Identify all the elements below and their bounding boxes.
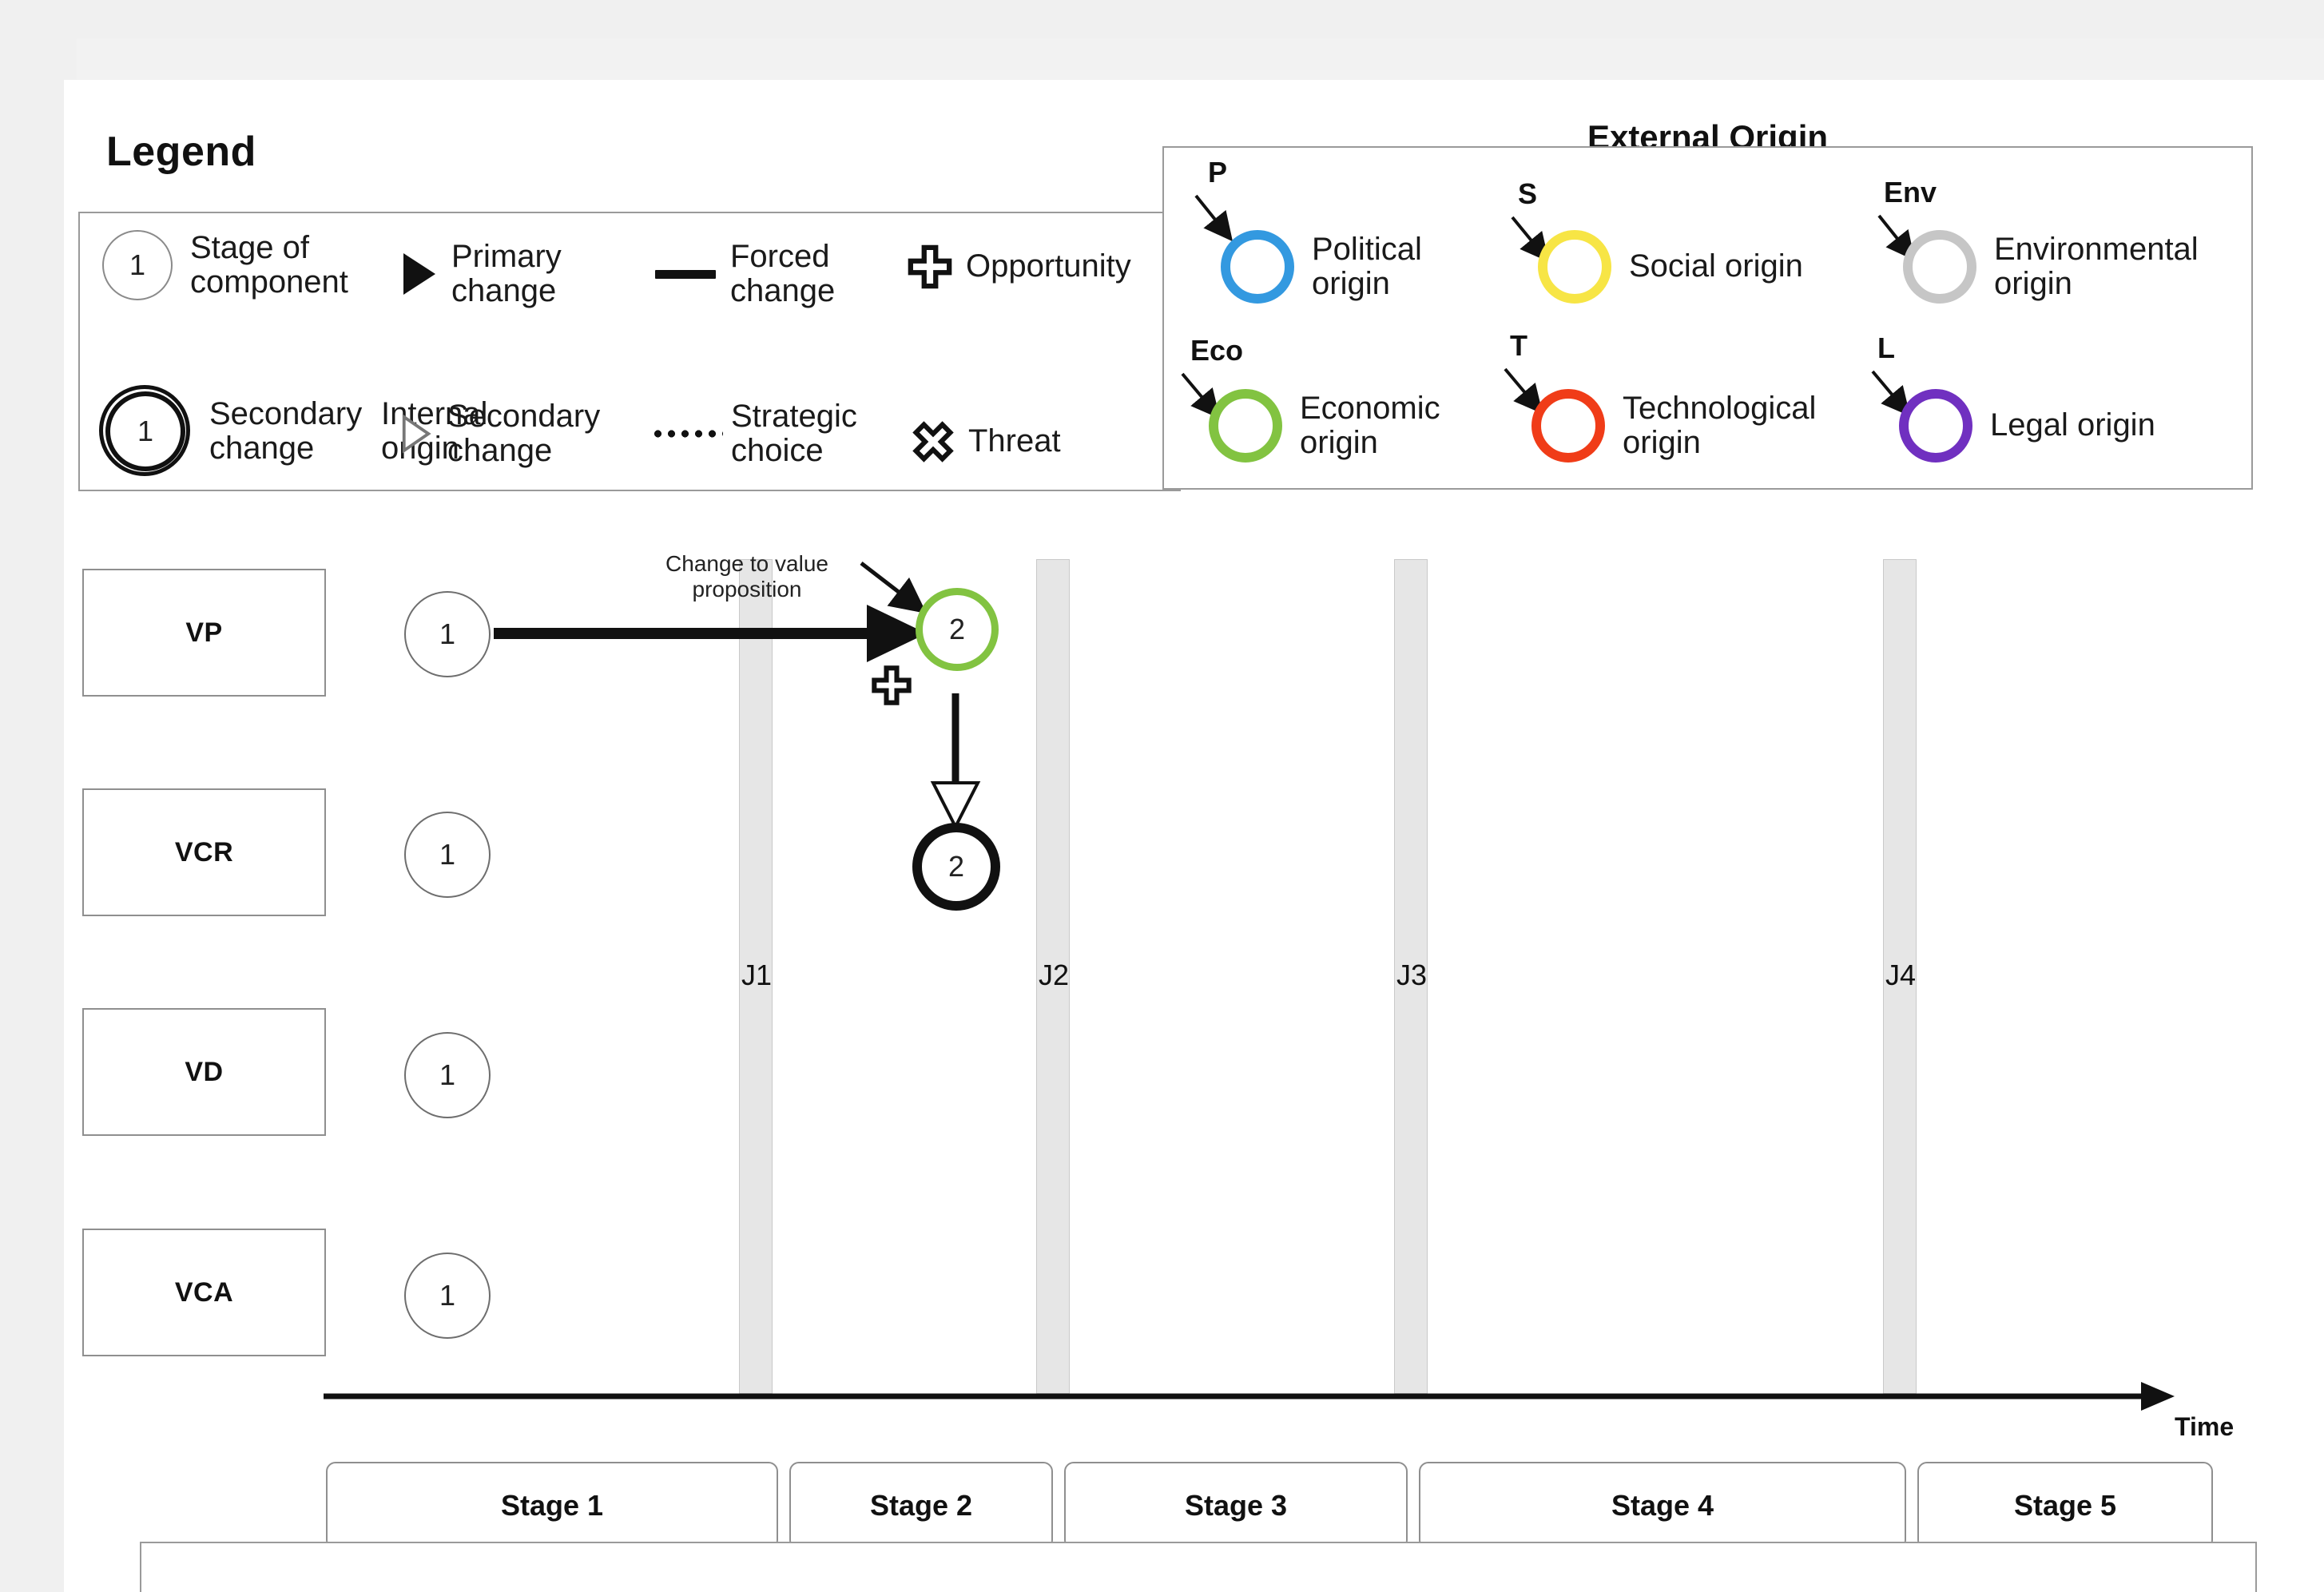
dotted-line-icon (651, 430, 723, 439)
opportunity-cross-icon (872, 665, 912, 705)
external-origin-label: Political origin (1312, 231, 1422, 301)
legend-item-internal-origin: 1 Secondary change Internal origin (99, 385, 529, 476)
legend-node-value: 1 (137, 415, 154, 447)
economic-origin-ring-icon (1209, 389, 1282, 463)
component-row-label-vcr: VCR (82, 788, 326, 916)
node-vp-stage-2-economic-origin[interactable]: 2 (916, 588, 999, 671)
junction-bar-j2 (1036, 559, 1070, 1394)
junction-bar-j4 (1883, 559, 1917, 1394)
junction-label-j4: J4 (1885, 959, 1917, 991)
junction-label-j1: J1 (741, 959, 773, 991)
node-value: 1 (439, 1058, 456, 1091)
solid-triangle-icon (403, 253, 435, 296)
legend-item-primary-change: Primary change (403, 239, 607, 309)
legend-label: Secondary change (447, 399, 601, 469)
legend-node-value: 1 (129, 248, 146, 281)
legend-item-opportunity: Opportunity (907, 244, 1131, 290)
external-origin-tag-l: L (1877, 332, 1895, 364)
legend-label: Strategic choice (731, 399, 857, 469)
external-origin-item-technological: Technological origin (1531, 389, 1846, 463)
stage-box-2[interactable]: Stage 2 (789, 1462, 1053, 1550)
stage-box-5[interactable]: Stage 5 (1917, 1462, 2213, 1550)
junction-label-j2: J2 (1039, 959, 1070, 991)
external-origin-item-environmental: Environmental origin (1903, 230, 2250, 304)
legal-origin-ring-icon (1899, 389, 1972, 463)
junction-bar-j3 (1394, 559, 1428, 1394)
external-origin-item-legal: Legal origin (1899, 389, 2230, 463)
legend-label: Forced change (730, 239, 836, 309)
legend-label-internal-origin: Internal origin (381, 395, 488, 466)
legend-item-strategic-choice: Strategic choice (651, 399, 875, 468)
legend-title: Legend (106, 129, 256, 175)
technological-origin-ring-icon (1531, 389, 1605, 463)
component-row-label-vca: VCA (82, 1229, 326, 1356)
hollow-triangle-icon (402, 414, 431, 454)
legend-label: Secondary change (209, 395, 363, 466)
legend-item-secondary-change: Secondary change (399, 399, 619, 468)
external-origin-item-political: Political origin (1221, 230, 1452, 304)
node-vcr-stage-2-internal-origin[interactable]: 2 (912, 823, 1000, 911)
node-vcr-stage-1[interactable]: 1 (404, 812, 491, 898)
node-value: 1 (439, 1279, 456, 1312)
external-origin-item-economic: Economic origin (1209, 389, 1460, 463)
external-origin-tag-eco: Eco (1190, 334, 1244, 367)
stage-box-3[interactable]: Stage 3 (1064, 1462, 1408, 1550)
external-origin-label: Technological origin (1623, 390, 1817, 460)
external-origin-item-social: Social origin (1538, 230, 1837, 304)
solid-line-icon (655, 269, 716, 279)
node-value: 1 (439, 838, 456, 871)
junction-bar-j1 (739, 559, 773, 1394)
political-origin-ring-icon (1221, 230, 1294, 304)
junction-label-j3: J3 (1396, 959, 1428, 991)
external-origin-label: Legal origin (1990, 407, 2155, 443)
legend-label: Stage of component (190, 229, 348, 300)
legend-item-stage-of-component: 1 Stage of component (102, 230, 374, 300)
external-origin-label: Social origin (1629, 248, 1803, 284)
legend-item-forced-change: Forced change (655, 239, 870, 309)
opportunity-cross-icon (908, 244, 952, 289)
time-axis-label: Time (2175, 1412, 2235, 1441)
external-origin-tag-env: Env (1884, 176, 1937, 208)
node-vca-stage-1[interactable]: 1 (404, 1253, 491, 1339)
node-value: 2 (948, 613, 966, 645)
environmental-origin-ring-icon (1903, 230, 1976, 304)
component-row-label-vd: VD (82, 1008, 326, 1136)
external-origin-label: Environmental origin (1994, 231, 2199, 301)
legend-item-threat: Threat (911, 419, 1061, 464)
double-circle-node-icon: 1 (99, 385, 190, 476)
legend-label: Primary change (451, 239, 562, 309)
legend-label: Opportunity (966, 248, 1131, 284)
external-origin-tag-t: T (1510, 329, 1527, 362)
external-origin-tag-s: S (1518, 177, 1538, 210)
legend-label: Threat (968, 423, 1061, 459)
stage-box-1[interactable]: Stage 1 (326, 1462, 778, 1550)
legend-panel (78, 212, 1181, 491)
node-value: 1 (439, 617, 456, 650)
external-origin-panel (1162, 146, 2253, 490)
node-value: 2 (947, 850, 965, 883)
annotation-change-to-value-proposition: Change to value proposition (665, 551, 828, 602)
bottom-partial-panel (140, 1542, 2257, 1592)
social-origin-ring-icon (1538, 230, 1611, 304)
threat-star-icon (912, 421, 954, 463)
external-origin-tag-p: P (1208, 156, 1228, 189)
component-row-label-vp: VP (82, 569, 326, 697)
thin-circle-node-icon: 1 (102, 230, 173, 300)
external-origin-label: Economic origin (1300, 390, 1440, 460)
stage-box-4[interactable]: Stage 4 (1419, 1462, 1906, 1550)
node-vd-stage-1[interactable]: 1 (404, 1032, 491, 1118)
node-vp-stage-1[interactable]: 1 (404, 591, 491, 677)
